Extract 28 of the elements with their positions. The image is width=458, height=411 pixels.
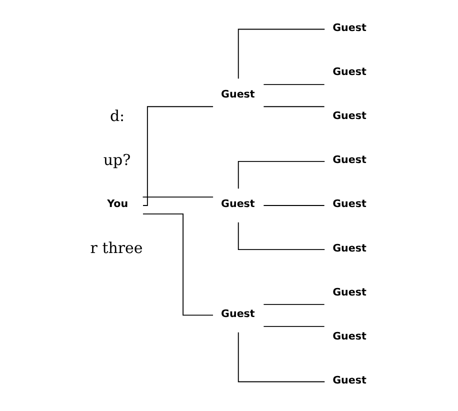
node-text: Guest: [221, 308, 255, 320]
node-text: Guest: [221, 198, 255, 210]
node-text: Guest: [332, 286, 366, 298]
connector: [263, 304, 325, 305]
connector: [238, 160, 326, 190]
connector: [142, 106, 214, 206]
node-text: Guest: [332, 66, 366, 78]
node-text: Guest: [332, 22, 366, 34]
node-text: Guest: [332, 330, 366, 342]
connector: [263, 205, 325, 206]
node-text: Guest: [221, 88, 255, 100]
node-text: Guest: [332, 110, 366, 122]
node-text: Guest: [332, 374, 366, 386]
label: up?: [103, 151, 131, 169]
label: d:: [110, 106, 125, 125]
node-text: Guest: [332, 242, 366, 254]
connector: [142, 213, 214, 316]
connector: [263, 106, 325, 108]
node-text: You: [107, 198, 128, 210]
connector: [263, 84, 325, 86]
label: r three: [90, 239, 143, 258]
node-text: Guest: [332, 198, 366, 210]
connector: [238, 28, 326, 80]
connector: [238, 332, 326, 382]
connector: [263, 326, 325, 327]
connector: [142, 196, 214, 198]
connector: [238, 222, 326, 250]
node-text: Guest: [332, 154, 366, 166]
